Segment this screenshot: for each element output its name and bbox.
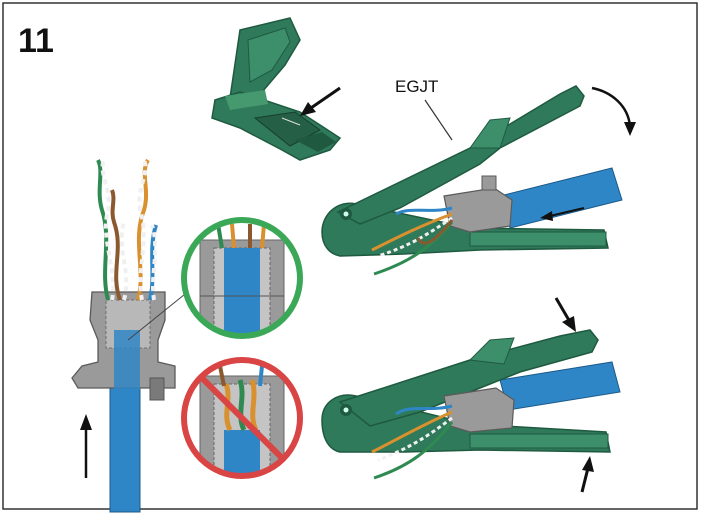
small-tool-illustration <box>211 17 342 161</box>
crimp-tool-open <box>321 85 623 276</box>
push-up-arrow <box>80 414 92 478</box>
correct-zoom <box>181 217 303 339</box>
step-number: 11 <box>18 22 54 60</box>
rotate-arrow <box>591 86 636 136</box>
incorrect-zoom <box>181 357 303 479</box>
red-prohibition-icon <box>198 374 286 462</box>
press-up-arrow <box>580 456 594 493</box>
insert-arrow <box>540 207 585 221</box>
crimp-tool-closed <box>321 329 621 480</box>
green-circle-correct-icon <box>181 217 303 339</box>
small-tool-arrow <box>300 86 341 116</box>
tool-label-leader <box>424 99 453 141</box>
tool-label: EGJT <box>395 77 438 96</box>
cable-with-connector <box>71 158 176 513</box>
press-down-arrow <box>554 297 576 332</box>
